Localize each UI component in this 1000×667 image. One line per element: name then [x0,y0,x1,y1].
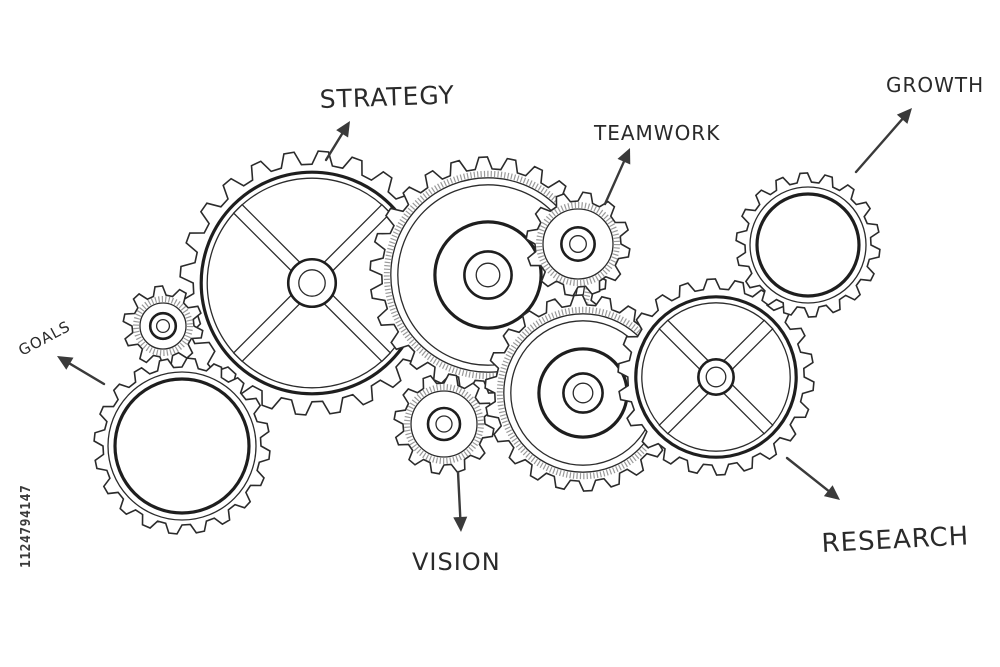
arrow-vision [453,470,468,532]
label-strategy: STRATEGY [319,80,455,114]
gear-right-spoked [617,278,815,476]
label-goals: GOALS [15,317,73,359]
gear-bottom-left [93,357,271,535]
gear-layer [93,150,881,535]
label-growth: GROWTH [886,73,984,97]
gear-growth [735,172,881,318]
gear-large-left [179,150,445,416]
label-vision: VISION [412,548,501,576]
gear-small-vision [393,373,495,475]
gear-small-top-left [122,285,204,367]
arrow-growth [854,108,912,174]
label-research: RESEARCH [821,521,970,559]
arrow-strategy [324,121,350,162]
arrow-teamwork [603,148,631,206]
arrow-research [785,456,840,500]
label-teamwork: TEAMWORK [593,121,720,145]
arrow-goals [57,356,106,386]
arrow-layer [57,108,912,532]
gear-small-teamwork [525,191,631,297]
stock-id-text: 1124794147 [19,485,34,568]
